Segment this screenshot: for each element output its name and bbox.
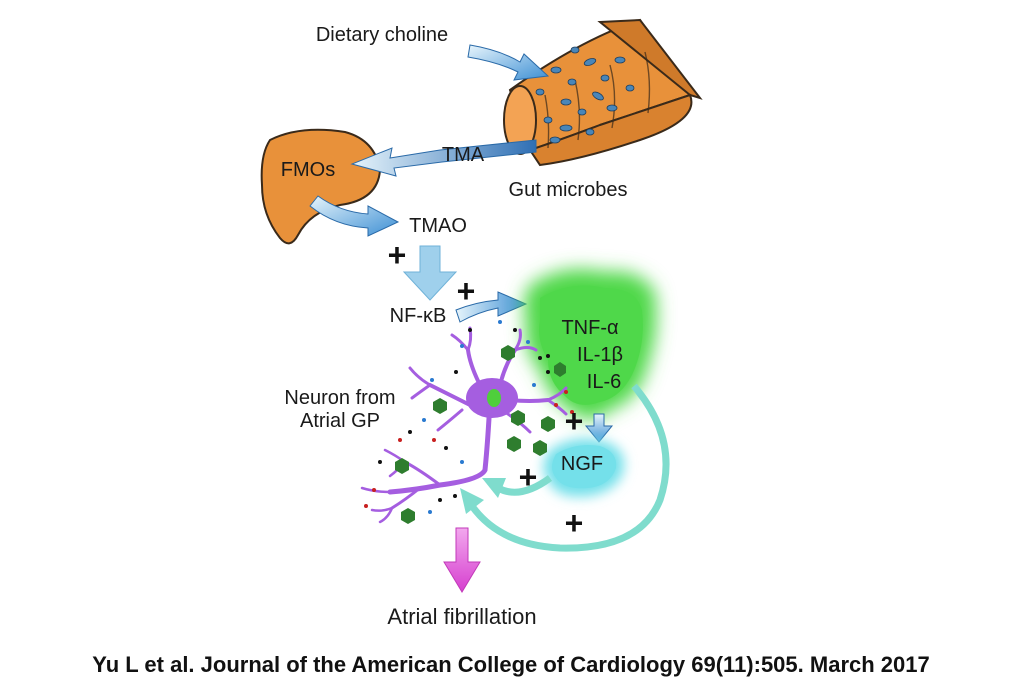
cytokines-to-ngf-arrow [584,413,614,443]
cytokine-cloud [523,268,657,420]
dietary-choline-label: Dietary choline [316,24,448,46]
plus-sign-nfkb: + [457,273,476,309]
cytokine-il6-label: IL-6 [587,371,621,393]
nfkb-to-cytokines-arrow [455,291,528,323]
neuron-label-line2: Atrial GP [300,410,380,432]
fmos-label: FMOs [281,159,335,181]
plus-sign-tmao: + [388,237,407,273]
tma-to-liver-arrow [350,139,537,177]
neuron-to-af-arrow [443,527,481,593]
tmao-to-nfkb-arrow [402,245,458,301]
ngf-cloud [543,438,625,497]
gut-microbes-label: Gut microbes [509,179,628,201]
liver-illustration [260,128,382,245]
liver-to-tmao-arrow [309,195,400,237]
tmao-hexagons [395,345,566,524]
cytokines-to-neuron-feedback-arrow [460,383,670,552]
plus-sign-feedback: + [565,505,584,541]
tmao-label: TMAO [409,215,467,237]
neuron-nucleus [487,389,501,407]
ngf-label: NGF [561,453,603,475]
gut-microbes-dots [535,46,635,144]
gut-tube-illustration [503,18,703,167]
cytokine-tnf-label: TNF-α [561,317,618,339]
citation-text: Yu L et al. Journal of the American Coll… [92,652,930,677]
scattered-molecule-dots [364,320,574,514]
atrial-fibrillation-label: Atrial fibrillation [387,604,536,629]
plus-sign-ngf-upstream: + [565,403,584,439]
cytokine-il1-label: IL-1β [577,344,623,366]
neuron-label-line1: Neuron from [284,387,395,409]
choline-to-gut-arrow [467,44,550,81]
ngf-to-neuron-arrow [482,475,553,498]
tma-label: TMA [442,144,485,166]
nfkb-label: NF-κB [390,305,447,327]
plus-sign-ngf-to-neuron: + [519,459,538,495]
